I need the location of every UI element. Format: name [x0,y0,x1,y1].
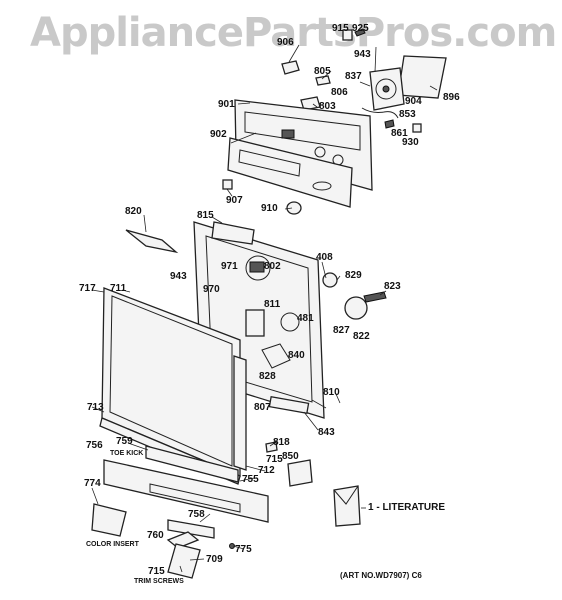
part-818 [265,441,278,453]
part-758-trim [167,519,215,539]
callout-915: 915 [332,23,349,34]
callout-850: 850 [282,451,299,462]
part-822-dispenser-cap [344,296,368,320]
callout-815: 815 [197,210,214,221]
part-907 [222,179,233,190]
part-805-switch [315,75,331,86]
part-756-access-panel [103,459,269,523]
callout-829: 829 [345,270,362,281]
callout-717: 717 [79,283,96,294]
callout-943-left: 943 [170,271,187,282]
caption-literature: 1 - LITERATURE [368,502,446,513]
callout-896: 896 [443,92,460,103]
callout-807: 807 [254,402,271,413]
literature-pack [333,485,361,527]
callout-715-bottom: 715 [148,566,165,577]
part-759-toe-kick [145,445,239,483]
callout-971: 971 [221,261,238,272]
callout-861: 861 [391,128,408,139]
caption-color-insert: COLOR INSERT [86,541,139,548]
callout-805: 805 [314,66,331,77]
callout-481: 481 [297,313,314,324]
callout-902: 902 [210,129,227,140]
callout-756: 756 [86,440,103,451]
part-896-card [397,55,447,99]
callout-775: 775 [235,544,252,555]
callout-713: 713 [87,402,104,413]
part-820-vent [125,229,179,254]
part-915 [342,29,353,41]
callout-820: 820 [125,206,142,217]
callout-408: 408 [316,252,333,263]
part-709-trim [167,543,201,579]
callout-758: 758 [188,509,205,520]
callout-970: 970 [203,284,220,295]
callout-843: 843 [318,427,335,438]
callout-818: 818 [273,437,290,448]
callout-811: 811 [264,299,281,310]
callout-943-top: 943 [354,49,371,60]
callout-906: 906 [277,37,294,48]
callout-827: 827 [333,325,350,336]
caption-toe-kick: TOE KICK [110,450,144,457]
part-904-timer [369,67,405,111]
part-902-nameplate [227,137,353,208]
part-712-side-trim [233,355,247,471]
callout-774: 774 [84,478,101,489]
art-number: (ART NO.WD7907) C6 [340,571,422,580]
part-803-switch [300,96,321,111]
callout-930: 930 [402,137,419,148]
callout-837: 837 [345,71,362,82]
part-906 [281,60,300,75]
callout-823: 823 [384,281,401,292]
callout-806: 806 [331,87,348,98]
callout-803: 803 [319,101,336,112]
part-925 [354,28,366,37]
part-850-bracket [287,459,313,487]
callout-709: 709 [206,554,223,565]
callout-760: 760 [147,530,164,541]
callout-840: 840 [288,350,305,361]
callout-715-top: 715 [266,454,283,465]
part-861 [384,119,395,129]
part-853-harness [361,107,399,119]
callout-712: 712 [258,465,275,476]
site-watermark: AppliancePartsPros.com [30,10,557,56]
callout-755: 755 [242,474,259,485]
part-910-knob [286,201,302,215]
callout-901: 901 [218,99,235,110]
callout-907: 907 [226,195,243,206]
callout-853: 853 [399,109,416,120]
part-930 [412,123,422,133]
callout-711: 711 [110,283,127,294]
caption-trim-screws: TRIM SCREWS [134,578,184,585]
leader-lines [91,44,438,573]
part-774-color-insert [91,503,127,537]
callout-925: 925 [352,23,369,34]
callout-802: 802 [264,261,281,272]
callout-822: 822 [353,331,370,342]
callout-810: 810 [323,387,340,398]
callout-828: 828 [259,371,276,382]
callout-904: 904 [405,96,422,107]
callout-910: 910 [261,203,278,214]
callout-759: 759 [116,436,133,447]
